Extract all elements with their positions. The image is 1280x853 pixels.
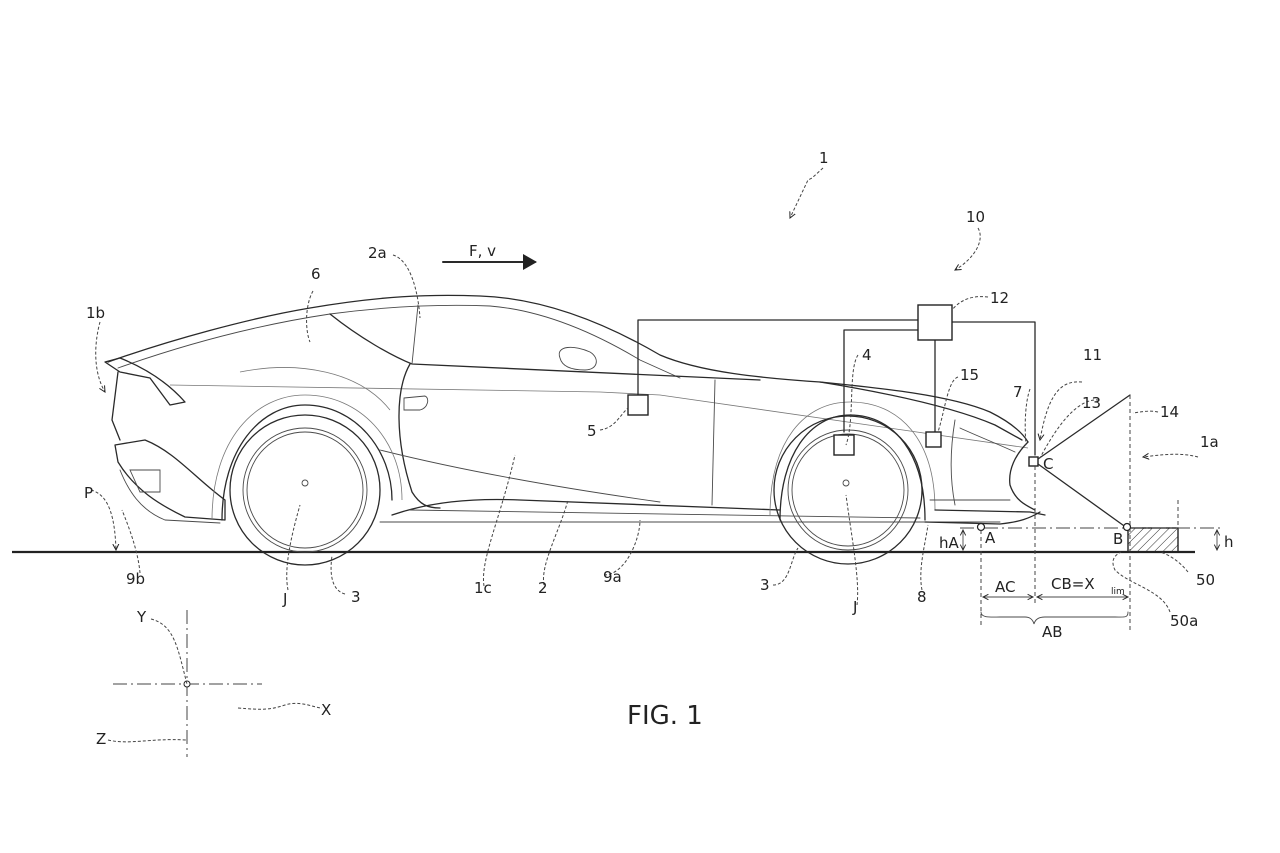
label-CB-sub: lim xyxy=(1111,587,1125,597)
label-X: X xyxy=(321,701,331,719)
front-wheel xyxy=(773,415,923,565)
label-B: B xyxy=(1113,530,1123,548)
label-6: 6 xyxy=(311,265,321,283)
label-15: 15 xyxy=(960,366,979,384)
control-unit-box xyxy=(917,304,953,341)
point-a-marker xyxy=(976,522,986,532)
label-4: 4 xyxy=(862,346,872,364)
label-J-front: J xyxy=(852,598,857,616)
sensor-15-box xyxy=(925,431,942,448)
figure-caption: FIG. 1 xyxy=(627,701,703,731)
rear-wheel xyxy=(229,414,381,566)
label-1: 1 xyxy=(819,149,829,167)
system-wiring xyxy=(637,319,1036,456)
leader-lines xyxy=(90,167,1199,743)
label-13: 13 xyxy=(1082,394,1101,412)
label-1c: 1c xyxy=(474,579,492,597)
field-of-view xyxy=(1034,394,1131,630)
label-hA: hA xyxy=(939,534,960,552)
label-P: P xyxy=(84,484,93,502)
obstacle-block xyxy=(1127,527,1179,553)
label-motion: F, v xyxy=(469,242,496,260)
label-5: 5 xyxy=(587,422,597,440)
label-7: 7 xyxy=(1013,383,1023,401)
label-1a: 1a xyxy=(1200,433,1219,451)
label-9b: 9b xyxy=(126,570,145,588)
label-2: 2 xyxy=(538,579,548,597)
label-J-rear: J xyxy=(282,590,287,608)
label-14: 14 xyxy=(1160,403,1179,421)
label-Y: Y xyxy=(136,608,147,626)
label-C: C xyxy=(1043,455,1053,473)
label-10: 10 xyxy=(966,208,985,226)
label-1b: 1b xyxy=(86,304,105,322)
label-AC: AC xyxy=(995,578,1015,596)
label-CB: CB=X xyxy=(1051,575,1095,593)
label-9a: 9a xyxy=(603,568,622,586)
label-12: 12 xyxy=(990,289,1009,307)
label-11: 11 xyxy=(1083,346,1102,364)
sensor-5-box xyxy=(627,394,649,416)
label-AB: AB xyxy=(1042,623,1063,641)
label-3-rear: 3 xyxy=(351,588,361,606)
dimension-lines xyxy=(963,530,1217,625)
label-A: A xyxy=(985,529,996,547)
label-h: h xyxy=(1224,533,1234,551)
camera-box xyxy=(1028,456,1039,467)
label-50: 50 xyxy=(1196,571,1215,589)
car-body xyxy=(104,294,1046,525)
axes-glyph xyxy=(113,610,262,757)
sensor-4-box xyxy=(833,434,855,456)
label-3-front: 3 xyxy=(760,576,770,594)
point-b-marker xyxy=(1122,522,1132,532)
label-50a: 50a xyxy=(1170,612,1198,630)
label-8: 8 xyxy=(917,588,927,606)
label-Z: Z xyxy=(96,730,106,748)
label-2a: 2a xyxy=(368,244,387,262)
